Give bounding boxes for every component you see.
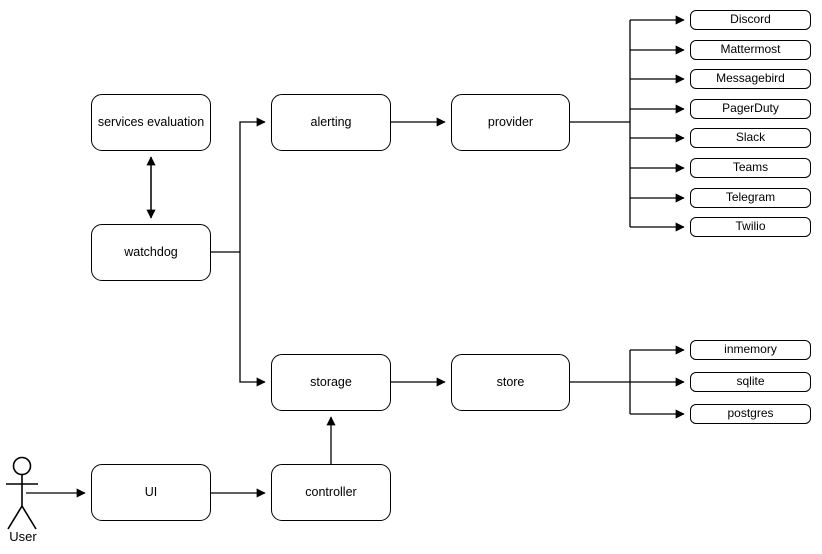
edge-trunk-storage (239, 252, 266, 387)
node-provider-teams[interactable]: Teams (690, 158, 811, 178)
node-watchdog[interactable]: watchdog (91, 224, 211, 281)
node-store[interactable]: store (451, 354, 570, 411)
node-services-evaluation[interactable]: services evaluation (91, 94, 211, 151)
node-provider-discord[interactable]: Discord (690, 10, 811, 30)
node-provider-teams-label: Teams (732, 160, 769, 175)
node-storage-label: storage (310, 375, 352, 390)
node-alerting[interactable]: alerting (271, 94, 391, 151)
node-provider-twilio[interactable]: Twilio (690, 217, 811, 237)
node-provider-label: provider (487, 115, 534, 130)
node-store-postgres[interactable]: postgres (690, 404, 811, 424)
node-provider-telegram-label: Telegram (725, 190, 776, 205)
node-store-inmemory[interactable]: inmemory (690, 340, 811, 360)
node-provider-messagebird-label: Messagebird (716, 71, 785, 86)
node-controller-label: controller (305, 485, 357, 500)
node-store-sqlite-label: sqlite (736, 374, 765, 389)
node-provider[interactable]: provider (451, 94, 570, 151)
node-ui[interactable]: UI (91, 464, 211, 521)
node-storage[interactable]: storage (271, 354, 391, 411)
node-watchdog-label: watchdog (124, 245, 178, 260)
node-store-postgres-label: postgres (727, 406, 774, 421)
node-alerting-label: alerting (310, 115, 352, 130)
node-provider-slack-label: Slack (735, 130, 766, 145)
node-provider-pagerduty[interactable]: PagerDuty (690, 99, 811, 119)
node-provider-discord-label: Discord (730, 12, 771, 27)
node-ui-label: UI (144, 485, 158, 500)
node-provider-pagerduty-label: PagerDuty (722, 101, 779, 116)
node-provider-telegram[interactable]: Telegram (690, 188, 811, 208)
node-provider-mattermost-label: Mattermost (720, 42, 781, 57)
node-store-inmemory-label: inmemory (724, 342, 777, 357)
node-provider-mattermost[interactable]: Mattermost (690, 40, 811, 60)
node-provider-messagebird[interactable]: Messagebird (690, 69, 811, 89)
node-provider-slack[interactable]: Slack (690, 128, 811, 148)
node-services-evaluation-label: services evaluation (97, 115, 205, 130)
node-controller[interactable]: controller (271, 464, 391, 521)
node-provider-twilio-label: Twilio (735, 219, 766, 234)
node-store-sqlite[interactable]: sqlite (690, 372, 811, 392)
edge-trunk-alerting (239, 117, 266, 252)
user-actor-label: User (9, 529, 37, 544)
user-actor-icon (6, 456, 38, 530)
node-store-label: store (496, 375, 525, 390)
